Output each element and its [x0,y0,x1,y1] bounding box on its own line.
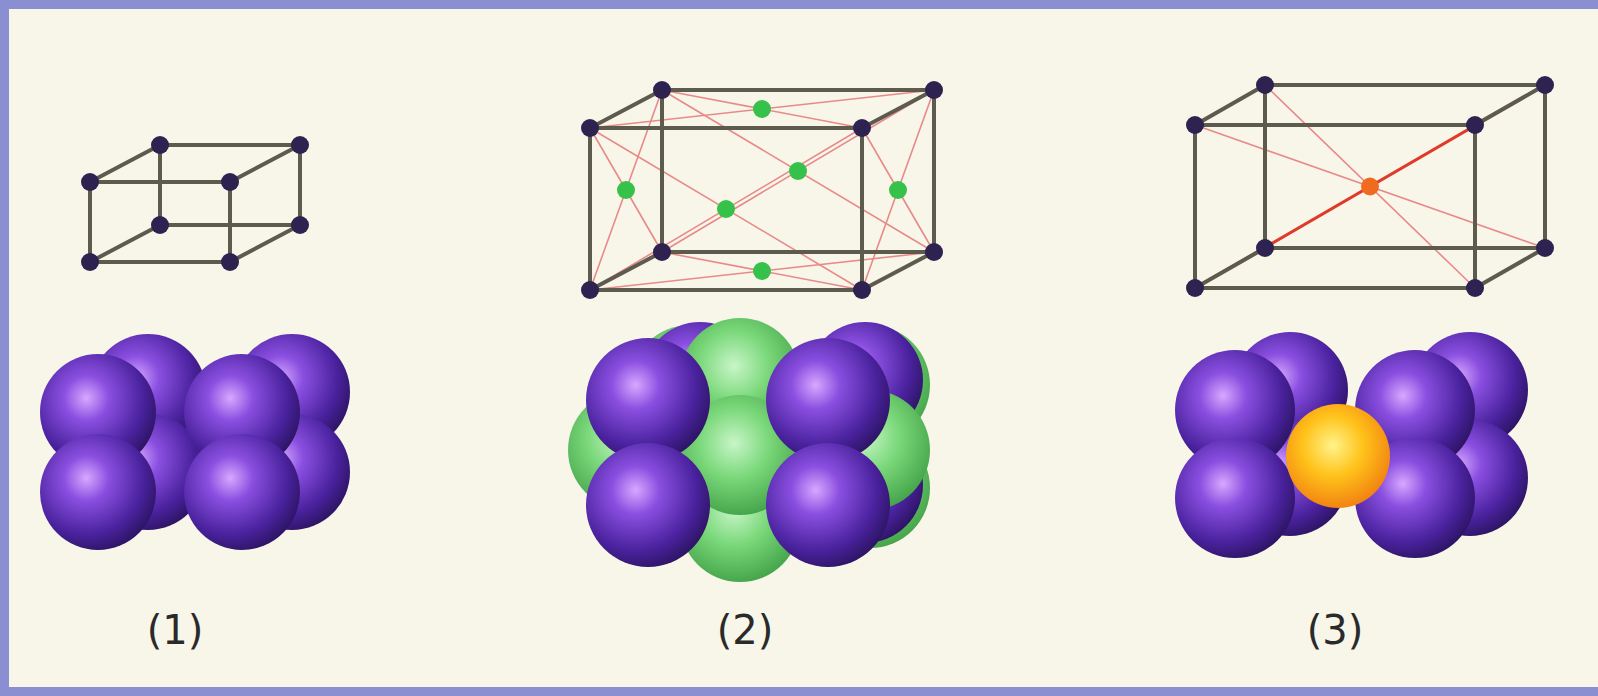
cube-edge [862,90,934,128]
cube-edge [88,182,92,262]
body-diagonal [1265,85,1475,288]
face-diagonal [590,90,662,290]
cube-edge [160,223,300,227]
cube-edge [590,288,862,292]
face-center-point [889,181,907,199]
cube-edge [590,126,862,130]
atom-sphere [586,443,710,567]
cube-edge [90,145,160,182]
lattice-point [1186,116,1204,134]
body-center-sphere [1286,404,1390,508]
cube-edge [1193,125,1197,288]
cube-edge [90,260,230,264]
cube-edge [662,250,934,254]
lattice-point [151,216,169,234]
cube-edge [1475,85,1545,125]
face-center-point [617,181,635,199]
lattice-point [925,243,943,261]
atom-sphere [40,434,156,550]
cube-edge [590,252,662,290]
lattice-point [653,81,671,99]
cube-edge [588,128,592,290]
cube-edge [932,90,936,252]
cube-edge [1263,85,1267,248]
face-diagonal [662,90,934,252]
cube-edge [90,225,160,262]
cube-edge [1473,125,1477,288]
atom-sphere [1175,438,1295,558]
face-diagonal [590,128,862,290]
lattice-point [1256,76,1274,94]
lattice-point [221,253,239,271]
lattice-point [581,119,599,137]
cube-edge [1475,248,1545,288]
cube-edge [1195,85,1265,125]
figure-number: (1) [147,610,204,650]
cube-edge [160,143,300,147]
face-diagonal [662,90,862,128]
cube-edge [230,225,300,262]
cube-edge [1265,246,1545,250]
cube-edge [1195,286,1475,290]
face-center-point [753,262,771,280]
lattice-point [221,173,239,191]
cube-edge [1195,123,1475,127]
lattice-point [1466,116,1484,134]
lattice-point [151,136,169,154]
face-diagonal [590,128,662,252]
lattice-point [81,253,99,271]
lattice-point [1536,239,1554,257]
body-diagonal [1195,85,1545,288]
lattice-point [1536,76,1554,94]
face-center-point [717,200,735,218]
body-diagonal [1195,125,1545,248]
cube-edge [862,252,934,290]
figure-number: (3) [1307,610,1364,650]
face-diagonal [862,128,934,252]
lattice-point [1466,279,1484,297]
face-diagonal [662,90,934,252]
face-diagonal [590,90,934,128]
cube-edge [1265,83,1545,87]
face-diagonal [590,128,862,290]
lattice-point [581,281,599,299]
cube-edge [590,90,662,128]
lattice-point [1256,239,1274,257]
lattice-point [925,81,943,99]
lattice-point [853,119,871,137]
lattice-point [1186,279,1204,297]
atom-sphere [184,434,300,550]
cube-edge [298,145,302,225]
cube-edge [660,90,664,252]
lattice-point [853,281,871,299]
cube-edge [662,88,934,92]
atom-sphere [766,443,890,567]
face-diagonal [590,252,934,290]
cube-edge [1543,85,1547,248]
face-diagonal [862,90,934,290]
cube-edge [1195,248,1265,288]
body-center-point [1361,178,1379,196]
cube-edge [228,182,232,262]
lattice-point [291,216,309,234]
cube-edge [158,145,162,225]
figure-number: (2) [717,610,774,650]
face-center-point [753,100,771,118]
lattice-point [653,243,671,261]
cube-edge [860,128,864,290]
cube-edge [230,145,300,182]
face-center-point [789,162,807,180]
lattice-point [81,173,99,191]
lattice-point [291,136,309,154]
face-diagonal [662,252,862,290]
